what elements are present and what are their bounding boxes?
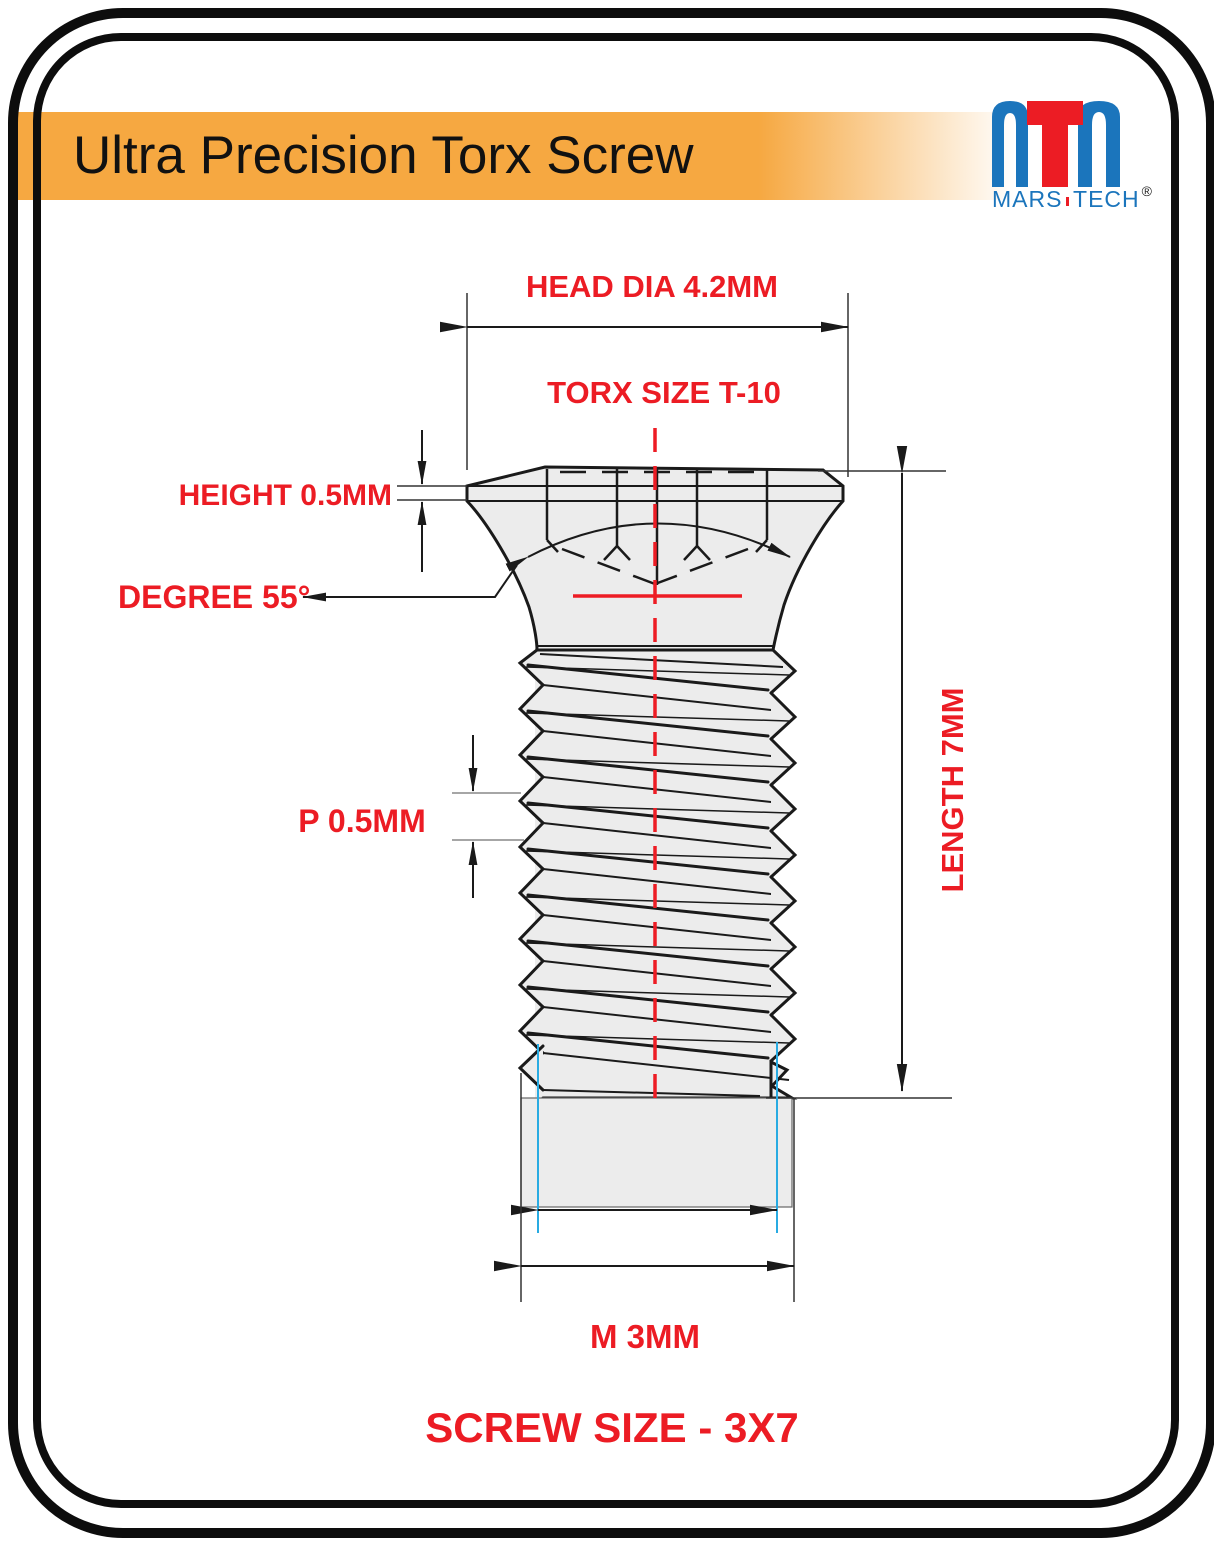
label-head-dia: HEAD DIA 4.2MM [526, 269, 778, 304]
label-pitch: P 0.5MM [298, 803, 425, 839]
label-thread-dia: M 3MM [590, 1318, 700, 1355]
label-degree: DEGREE 55° [118, 579, 310, 615]
dimension-lines [302, 293, 952, 1302]
marstech-logo-icon [990, 99, 1142, 189]
label-screw-size: SCREW SIZE - 3X7 [425, 1404, 798, 1451]
logo-monogram-icon [992, 101, 1120, 187]
logo-text-mars: MARS [992, 186, 1063, 212]
logo-dot-icon [1066, 197, 1070, 206]
page-title: Ultra Precision Torx Screw [73, 126, 694, 185]
countersink-angle-arc [505, 522, 791, 572]
registered-mark: ® [1141, 182, 1152, 199]
logo-wordmark: MARS TECH ® [992, 182, 1152, 213]
centerlines [573, 428, 742, 1104]
torx-recess-hidden-lines [505, 469, 791, 586]
shank-end [520, 1097, 793, 1208]
title-banner [13, 112, 1178, 200]
degree-leader [302, 564, 518, 602]
label-length: LENGTH 7MM [935, 688, 970, 893]
label-torx-size: TORX SIZE T-10 [547, 375, 781, 410]
logo-text-tech: TECH [1073, 186, 1140, 212]
dimension-labels: HEAD DIA 4.2MM TORX SIZE T-10 HEIGHT 0.5… [118, 269, 970, 1451]
label-height: HEIGHT 0.5MM [179, 479, 392, 512]
